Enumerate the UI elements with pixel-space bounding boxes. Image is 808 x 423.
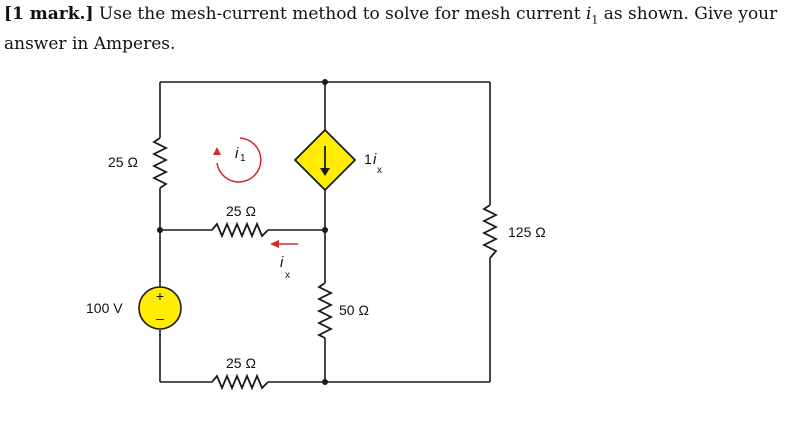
label-voltage-source: 100 V	[86, 300, 123, 316]
ix-arrow-head-icon	[270, 240, 279, 248]
mesh-current-arrow	[216, 137, 262, 183]
label-mesh-sub: 1	[240, 153, 246, 164]
resistor-top-left	[151, 137, 169, 189]
label-dep-var: i	[373, 151, 377, 168]
resistor-middle	[211, 221, 269, 239]
current-subscript: 1	[591, 13, 599, 27]
mark-label: [1 mark.]	[4, 4, 94, 24]
arrow-down-icon	[320, 168, 330, 176]
vs-plus: +	[156, 288, 164, 304]
label-r-middle: 25 Ω	[226, 203, 256, 219]
vs-minus: –	[156, 310, 164, 326]
label-ix: i	[280, 254, 284, 271]
label-dep-sub: x	[377, 165, 382, 176]
label-r-bottom: 25 Ω	[226, 355, 256, 371]
label-r-center: 50 Ω	[339, 302, 369, 318]
wires	[159, 81, 491, 383]
resistor-center	[316, 282, 334, 339]
nodes	[157, 79, 328, 385]
mesh-arrow-head-icon	[213, 147, 221, 155]
label-mesh-i: i	[235, 145, 239, 162]
label-dep-gain: 1	[364, 151, 372, 167]
question-body: Use the mesh-current method to solve for…	[93, 4, 586, 24]
label-r-right: 125 Ω	[508, 224, 546, 240]
resistor-right	[481, 204, 499, 259]
dependent-current-source	[293, 128, 357, 192]
question-text: [1 mark.] Use the mesh-current method to…	[4, 2, 804, 56]
question-tail: as shown. Give your answer in Amperes.	[4, 4, 778, 55]
current-symbol: i	[585, 4, 592, 24]
label-r-top-left: 25 Ω	[108, 154, 138, 170]
label-ix-sub: x	[285, 270, 290, 281]
voltage-source: + –	[138, 286, 182, 330]
resistor-bottom	[211, 373, 269, 391]
